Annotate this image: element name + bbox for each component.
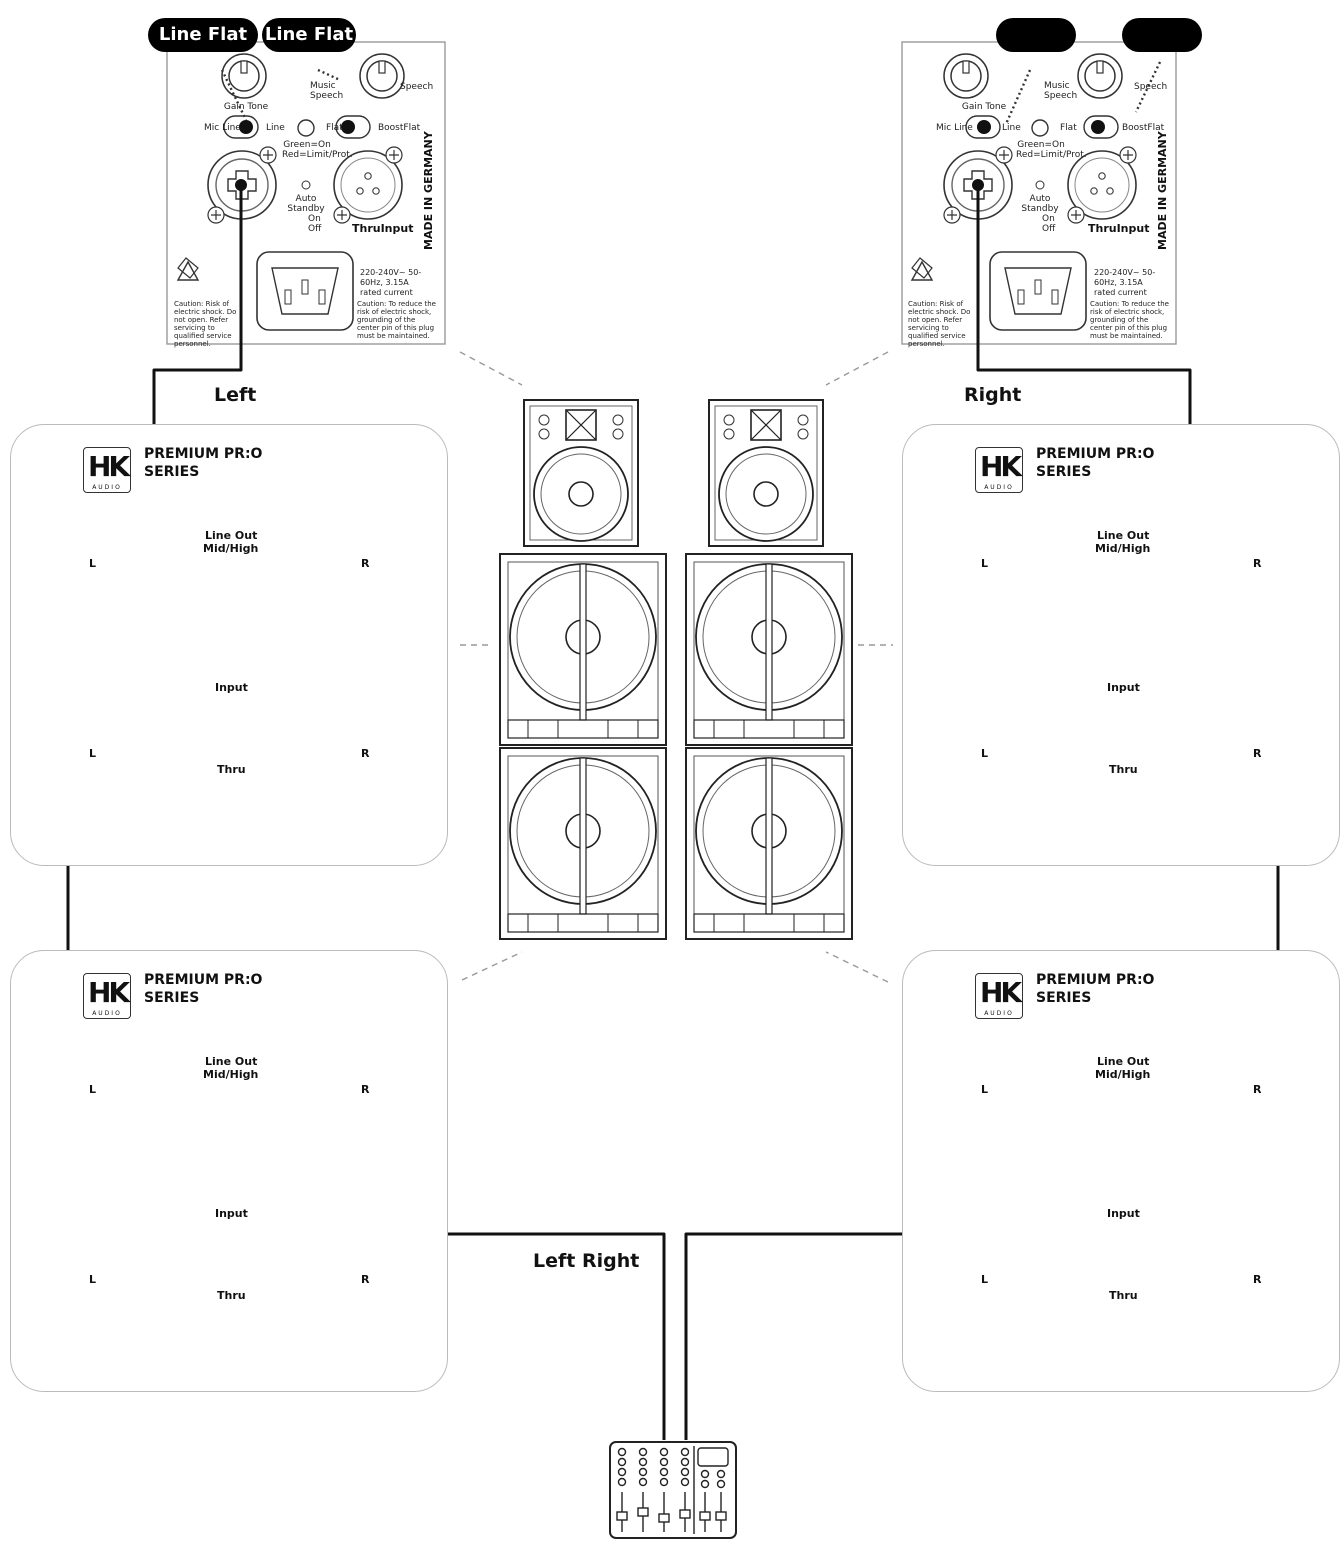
mid-high-label: Mid/High: [203, 542, 259, 555]
status-led-label: Green=On Red=Limit/Prot.: [1016, 140, 1087, 160]
flat-label: Flat: [326, 123, 343, 133]
standby-off-label: Off: [1042, 224, 1056, 234]
brand-series: SERIES: [1036, 990, 1092, 1006]
brand-title: PREMIUM PR:O: [144, 972, 263, 988]
auto-standby-label: Auto Standby: [1021, 194, 1059, 214]
boost-flat-label: BoostFlat: [1122, 123, 1165, 133]
l-label-top: L: [981, 557, 989, 570]
flat-label: Flat: [1060, 123, 1077, 133]
l-label-top: L: [981, 1083, 989, 1096]
amp-panel-right-graphics: [901, 41, 1177, 345]
sub-panel-ur: HK AUDIO PREMIUM PR:O SERIES Line Out Mi…: [902, 424, 1340, 866]
hk-logo: HK AUDIO: [975, 447, 1023, 493]
logo-subtext: AUDIO: [984, 484, 1014, 491]
standby-on-label: On: [308, 214, 321, 224]
pill-label-2: Line Flat: [262, 18, 356, 52]
line-label: Line: [266, 123, 285, 133]
warning-text-right: Caution: To reduce the risk of electric …: [1090, 300, 1169, 340]
thru-label: Thru: [217, 763, 246, 776]
left-right-label: Left Right: [533, 1250, 640, 1272]
pill-label-4: [1122, 18, 1202, 52]
gain-tone-label: Gain Tone: [223, 102, 269, 112]
logo-subtext: AUDIO: [92, 1010, 122, 1017]
dashed-guides: [459, 351, 893, 983]
gain-tone-label: Gain Tone: [961, 102, 1007, 112]
l-label-bottom: L: [981, 747, 989, 760]
thru-label: Thru: [217, 1289, 246, 1302]
warning-text-left: Caution: Risk of electric shock. Do not …: [908, 300, 971, 348]
l-label-bottom: L: [89, 1273, 97, 1286]
sub-panel-ll: HK AUDIO PREMIUM PR:O SERIES Line Out Mi…: [10, 950, 448, 1392]
standby-on-label: On: [1042, 214, 1055, 224]
r-label-top: R: [361, 1083, 370, 1096]
auto-standby-label: Auto Standby: [287, 194, 325, 214]
brand-series: SERIES: [144, 464, 200, 480]
mid-high-label: Mid/High: [203, 1068, 259, 1081]
line-out-label: Line Out: [1097, 529, 1150, 542]
brand-title: PREMIUM PR:O: [1036, 972, 1155, 988]
speech-label: Speech: [1134, 82, 1168, 92]
r-label-top: R: [361, 557, 370, 570]
input-label: Input: [1107, 1207, 1140, 1220]
status-led-label: Green=On Red=Limit/Prot.: [282, 140, 353, 160]
line-out-label: Line Out: [1097, 1055, 1150, 1068]
power-spec: 220-240V~ 50-60Hz, 3.15A rated current: [360, 268, 422, 297]
hk-logo: HK AUDIO: [83, 447, 131, 493]
left-channel-label: Left: [214, 384, 257, 406]
thru-label: Thru: [1109, 1289, 1138, 1302]
r-label-bottom: R: [361, 1273, 370, 1286]
l-label-top: L: [89, 1083, 97, 1096]
brand-series: SERIES: [144, 990, 200, 1006]
right-channel-label: Right: [964, 384, 1022, 406]
amp-panel-left-graphics: [166, 41, 446, 345]
mid-high-label: Mid/High: [1095, 542, 1151, 555]
pill-label-3: [996, 18, 1076, 52]
r-label-bottom: R: [1253, 1273, 1262, 1286]
l-label-bottom: L: [89, 747, 97, 760]
thru-label: Thru: [1109, 763, 1138, 776]
line-out-label: Line Out: [205, 529, 258, 542]
boost-flat-label: BoostFlat: [378, 123, 421, 133]
logo-subtext: AUDIO: [92, 484, 122, 491]
speech-label: Speech: [400, 82, 434, 92]
thru-input-label: ThruInput: [1088, 222, 1150, 235]
input-label: Input: [215, 681, 248, 694]
r-label-top: R: [1253, 1083, 1262, 1096]
mid-high-label: Mid/High: [1095, 1068, 1151, 1081]
l-label-top: L: [89, 557, 97, 570]
sub-panel-lr: HK AUDIO PREMIUM PR:O SERIES Line Out Mi…: [902, 950, 1340, 1392]
sub-panel-ul: HK AUDIO PREMIUM PR:O SERIES Line Out Mi…: [10, 424, 448, 866]
made-in-germany-label: MADE IN GERMANY: [422, 131, 435, 250]
input-label: Input: [1107, 681, 1140, 694]
standby-off-label: Off: [308, 224, 322, 234]
line-label: Line: [1002, 123, 1021, 133]
mixer-console-icon: [609, 1441, 737, 1539]
brand-title: PREMIUM PR:O: [1036, 446, 1155, 462]
mic-line-label: Mic Line: [204, 123, 241, 133]
r-label-bottom: R: [361, 747, 370, 760]
l-label-bottom: L: [981, 1273, 989, 1286]
pill-label-1: Line Flat: [148, 18, 258, 52]
mic-line-label: Mic Line: [936, 123, 973, 133]
speaker-stack-icon: [499, 399, 853, 940]
logo-subtext: AUDIO: [984, 1010, 1014, 1017]
r-label-top: R: [1253, 557, 1262, 570]
warning-text-right: Caution: To reduce the risk of electric …: [357, 300, 436, 340]
hk-logo: HK AUDIO: [83, 973, 131, 1019]
made-in-germany-label: MADE IN GERMANY: [1156, 131, 1169, 250]
hk-logo: HK AUDIO: [975, 973, 1023, 1019]
voicing-label: Music Speech: [1044, 81, 1078, 101]
brand-title: PREMIUM PR:O: [144, 446, 263, 462]
input-label: Input: [215, 1207, 248, 1220]
thru-input-label: ThruInput: [352, 222, 414, 235]
voicing-label: Music Speech: [310, 81, 344, 101]
r-label-bottom: R: [1253, 747, 1262, 760]
brand-series: SERIES: [1036, 464, 1092, 480]
line-out-label: Line Out: [205, 1055, 258, 1068]
power-spec: 220-240V~ 50-60Hz, 3.15A rated current: [1094, 268, 1156, 297]
warning-text-left: Caution: Risk of electric shock. Do not …: [174, 300, 237, 348]
